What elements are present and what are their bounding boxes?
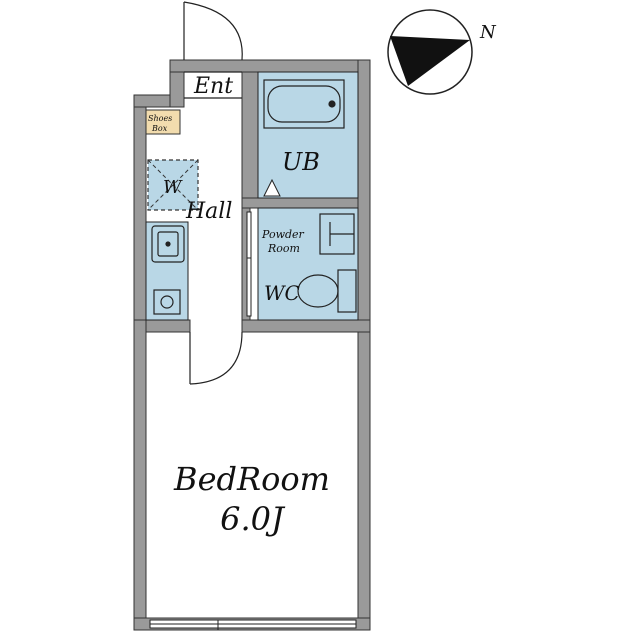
toilet-icon bbox=[297, 269, 357, 313]
bedroom-door bbox=[189, 331, 243, 385]
shoes-box-label-line1: Shoes bbox=[148, 114, 172, 123]
powder-room-label-line1: Powder bbox=[261, 228, 305, 241]
bedroom-window bbox=[149, 619, 357, 630]
compass-icon bbox=[387, 9, 473, 95]
powder-room-area bbox=[257, 207, 359, 321]
bedroom-size-label: 6.0J bbox=[220, 500, 286, 538]
unit-bath-area bbox=[257, 71, 359, 199]
washer-label: W bbox=[163, 177, 183, 198]
bathtub-icon bbox=[263, 79, 345, 129]
hall-label: Hall bbox=[185, 199, 232, 224]
interior-walls bbox=[145, 71, 371, 333]
powder-room-label-line2: Room bbox=[267, 242, 300, 255]
toilet-label: WC bbox=[264, 281, 300, 305]
unit-bath-label: UB bbox=[282, 148, 320, 176]
entrance-door bbox=[183, 1, 243, 99]
washbasin-icon bbox=[319, 213, 355, 255]
bath-entry-marker bbox=[263, 178, 281, 197]
shoes-box bbox=[145, 109, 181, 135]
powder-room-sliding-door bbox=[246, 211, 252, 317]
shoes-box-label-line2: Box bbox=[151, 124, 168, 133]
compass-north-label: N bbox=[479, 22, 497, 43]
washer-space bbox=[147, 159, 199, 211]
entrance-label: Ent bbox=[193, 74, 233, 99]
kitchen-area bbox=[145, 221, 189, 321]
sink-icon bbox=[151, 225, 185, 263]
bedroom-label: BedRoom bbox=[173, 460, 330, 498]
wet-areas bbox=[145, 71, 359, 321]
stove-icon bbox=[153, 289, 181, 315]
